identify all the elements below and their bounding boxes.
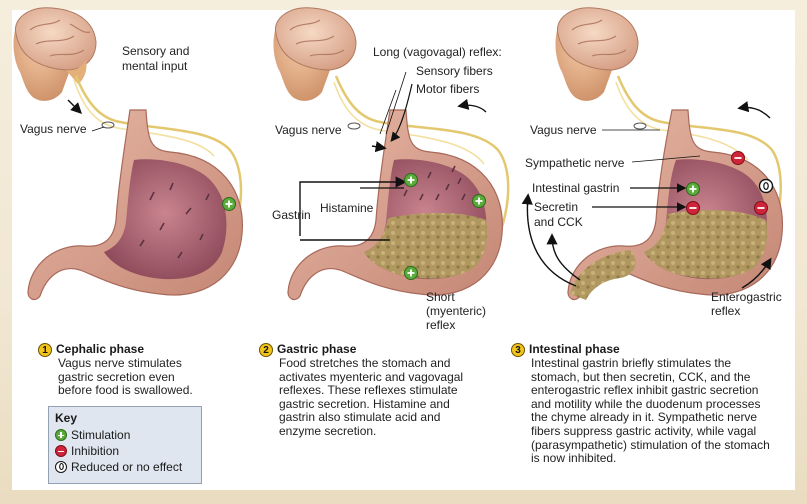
caption-title: Gastric phase bbox=[277, 342, 357, 357]
caption-line: (parasympathetic) stimulation of the sto… bbox=[531, 437, 770, 452]
no-effect-icon bbox=[55, 461, 67, 473]
inhibition-icon bbox=[55, 445, 67, 457]
short-reflex-label: Short (myenteric) reflex bbox=[426, 290, 486, 332]
stimulation-icon bbox=[222, 197, 236, 211]
stimulation-icon bbox=[404, 173, 418, 187]
caption-line: before food is swallowed. bbox=[58, 383, 193, 398]
caption-line: Food stretches the stomach and bbox=[279, 356, 451, 370]
head-icon bbox=[273, 7, 357, 101]
panel-cephalic-art bbox=[13, 7, 243, 301]
stomach-gastric bbox=[287, 109, 503, 301]
enterogastric-line-1: Enterogastric bbox=[711, 290, 782, 304]
legend-item-inhibition: Inhibition bbox=[55, 443, 195, 459]
step-number-badge: 3 bbox=[511, 343, 525, 357]
caption-line: reflexes. These reflexes stimulate bbox=[279, 383, 458, 398]
step-number-badge: 2 bbox=[259, 343, 273, 357]
legend-label: Stimulation bbox=[71, 428, 131, 442]
caption-title: Intestinal phase bbox=[529, 342, 620, 357]
step-number-badge: 1 bbox=[38, 343, 52, 357]
caption-line: gastric secretion even bbox=[58, 369, 175, 384]
enterogastric-reflex-label: Enterogastric reflex bbox=[711, 290, 782, 318]
gastrin-histamine-loop bbox=[299, 176, 407, 241]
caption-body: Vagus nerve stimulates gastric secretion… bbox=[38, 356, 248, 398]
sympathetic-nerve-label: Sympathetic nerve bbox=[525, 156, 625, 170]
caption-line: enterogastric reflex inhibit gastric sec… bbox=[531, 383, 759, 398]
legend-item-no-effect: Reduced or no effect bbox=[55, 459, 195, 475]
legend-label: Inhibition bbox=[71, 444, 120, 458]
panel-gastric-art bbox=[273, 7, 510, 301]
enterogastric-line-2: reflex bbox=[711, 304, 741, 318]
short-line-2: (myenteric) bbox=[426, 304, 487, 318]
intestinal-gastrin-label: Intestinal gastrin bbox=[532, 181, 620, 195]
caption-cephalic: 1 Cephalic phase Vagus nerve stimulates g… bbox=[38, 342, 248, 398]
stimulation-icon bbox=[472, 194, 486, 208]
caption-line: activates myenteric and vagovagal bbox=[279, 369, 464, 384]
stimulation-icon bbox=[55, 429, 67, 441]
stimulation-icon bbox=[686, 182, 700, 196]
histamine-label: Histamine bbox=[320, 201, 374, 215]
inhibition-icon bbox=[731, 151, 745, 165]
sensory-fibers-label: Sensory fibers bbox=[416, 64, 493, 78]
caption-line: is now inhibited. bbox=[531, 451, 617, 466]
caption-line: and motility while the duodenum processe… bbox=[531, 396, 761, 411]
legend-title: Key bbox=[55, 411, 78, 425]
inhibition-icon bbox=[686, 201, 700, 215]
caption-intestinal: 3 Intestinal phase Intestinal gastrin bri… bbox=[511, 342, 796, 466]
inhibition-icon bbox=[754, 201, 768, 215]
secretin-cck-label: Secretin and CCK bbox=[534, 200, 583, 230]
caption-line: fibers suppress gastric activity, while … bbox=[531, 423, 757, 438]
legend-item-stimulation: Stimulation bbox=[55, 427, 195, 443]
secretin-line-1: Secretin bbox=[534, 200, 579, 214]
motor-fibers-label: Motor fibers bbox=[416, 82, 480, 96]
vagus-nerve-label: Vagus nerve bbox=[275, 123, 342, 137]
caption-line: Vagus nerve stimulates bbox=[58, 356, 182, 370]
caption-body: Intestinal gastrin briefly stimulates th… bbox=[511, 356, 796, 466]
caption-line: enzyme secretion. bbox=[279, 423, 377, 438]
stomach-intestinal bbox=[567, 109, 784, 301]
caption-line: gastrin also stimulate acid and bbox=[279, 410, 441, 425]
legend-label: Reduced or no effect bbox=[71, 460, 183, 474]
caption-line: the chyme already in it. Sympathetic ner… bbox=[531, 410, 758, 425]
vagus-nerve-label: Vagus nerve bbox=[530, 123, 597, 137]
vagus-nerve-label: Vagus nerve bbox=[20, 122, 87, 136]
sensory-line-1: Sensory and bbox=[122, 44, 190, 58]
stomach-cephalic bbox=[27, 109, 243, 301]
panel-intestinal-art bbox=[521, 7, 784, 301]
head-icon bbox=[13, 7, 97, 101]
long-reflex-label: Long (vagovagal) reflex: bbox=[373, 45, 502, 59]
short-line-1: Short bbox=[426, 290, 455, 304]
caption-body: Food stretches the stomach and activates… bbox=[259, 356, 499, 439]
sensory-line-2: mental input bbox=[122, 59, 188, 73]
caption-line: gastric secretion. Histamine and bbox=[279, 396, 450, 411]
caption-line: stomach, but then secretin, CCK, and the bbox=[531, 369, 751, 384]
sensory-input-label: Sensory and mental input bbox=[122, 44, 189, 74]
head-icon bbox=[555, 7, 639, 101]
vagovagal-fibers bbox=[333, 75, 510, 263]
secretin-line-2: and CCK bbox=[534, 215, 583, 229]
caption-gastric: 2 Gastric phase Food stretches the stomac… bbox=[259, 342, 499, 439]
legend-key: Key Stimulation Inhibition Reduced or no… bbox=[48, 406, 202, 484]
caption-line: Intestinal gastrin briefly stimulates th… bbox=[531, 356, 732, 370]
no-effect-icon bbox=[758, 178, 774, 194]
gastrin-label: Gastrin bbox=[272, 208, 311, 222]
short-line-3: reflex bbox=[426, 318, 456, 332]
stimulation-icon bbox=[404, 266, 418, 280]
caption-title: Cephalic phase bbox=[56, 342, 145, 357]
